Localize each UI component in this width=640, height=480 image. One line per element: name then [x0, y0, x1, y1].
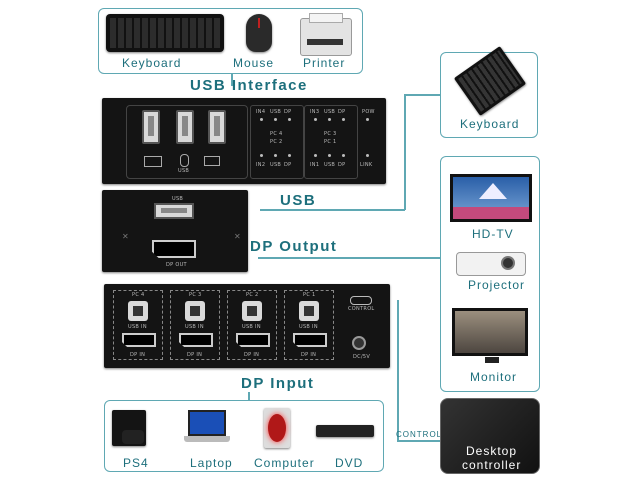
back-dp-in-4[interactable]: [122, 333, 156, 347]
laptop-image: [184, 410, 230, 446]
led-label-6: DP: [338, 109, 346, 115]
desktop-controller-label-2: controller: [462, 458, 522, 472]
monitor-image: [452, 308, 528, 363]
desktop-controller-label-1: Desktop: [466, 444, 518, 458]
led-label-11: IN1: [310, 162, 320, 168]
usb-line-v: [404, 94, 406, 210]
back-dp-in-3[interactable]: [179, 333, 213, 347]
led-label-4: IN3: [310, 109, 320, 115]
dp-input-connector: [248, 392, 250, 400]
side-usb-port[interactable]: [154, 203, 194, 219]
printer-image: [300, 13, 352, 56]
front-usb-port-1[interactable]: [142, 110, 160, 144]
keyboard-icon: [144, 156, 162, 167]
desktop-controller[interactable]: [440, 398, 540, 474]
side-dp-port[interactable]: [152, 240, 196, 258]
side-usb-label: USB: [172, 196, 184, 202]
back-dp-in-2[interactable]: [236, 333, 270, 347]
usb-interface-title: USB Interface: [190, 77, 308, 94]
led-label-1: IN4: [256, 109, 266, 115]
led-label-2: USB: [270, 109, 282, 115]
dvd-image: [316, 425, 374, 437]
side-dp-out-label: DP OUT: [166, 262, 187, 268]
front-usb-port-3[interactable]: [208, 110, 226, 144]
back-dp-in-label-1: DP IN: [301, 352, 317, 358]
back-control-label: CONTROL: [348, 306, 375, 312]
projector-image: [456, 252, 526, 276]
mouse-label: Mouse: [233, 56, 275, 70]
led-label-3: DP: [284, 109, 292, 115]
usb-title: USB: [280, 192, 317, 209]
ps4-image: [112, 410, 146, 446]
laptop-label: Laptop: [190, 456, 233, 470]
computer-label: Computer: [254, 456, 315, 470]
back-power-label: DC/5V: [353, 354, 371, 360]
printer-icon: [204, 156, 220, 166]
back-usb-in-label-2: USB IN: [242, 324, 261, 330]
led-label-14: LINK: [360, 162, 373, 168]
printer-label: Printer: [303, 56, 346, 70]
back-usb-in-label-3: USB IN: [185, 324, 204, 330]
dp-output-title: DP Output: [250, 238, 338, 255]
led-label-7: POW: [362, 109, 375, 115]
back-usb-in-4[interactable]: [128, 301, 148, 321]
back-usb-in-3[interactable]: [185, 301, 205, 321]
back-dp-in-label-2: DP IN: [244, 352, 260, 358]
control-label: CONTROL: [396, 430, 443, 439]
pc1-label: PC 1: [324, 139, 337, 145]
led-label-13: DP: [338, 162, 346, 168]
back-usb-in-2[interactable]: [242, 301, 262, 321]
projector-label: Projector: [468, 278, 526, 292]
usb-line-h: [260, 209, 405, 211]
back-dp-in-label-4: DP IN: [130, 352, 146, 358]
hdtv-label: HD-TV: [472, 227, 514, 241]
back-pc1-label: PC 1: [303, 292, 316, 298]
side-panel: USB DP OUT ✕ ✕: [102, 190, 248, 272]
led-label-12: USB: [324, 162, 336, 168]
back-pc4-label: PC 4: [132, 292, 145, 298]
led-label-9: USB: [270, 162, 282, 168]
front-usb-label: USB: [178, 168, 190, 174]
back-pc3-label: PC 3: [189, 292, 202, 298]
dvd-label: DVD: [335, 456, 364, 470]
keyboard-right-line: [404, 94, 440, 96]
keyboard-label: Keyboard: [122, 56, 182, 70]
dp-output-line: [258, 257, 442, 259]
control-port[interactable]: [350, 296, 372, 305]
dp-input-title: DP Input: [241, 375, 315, 392]
back-panel: PC 4 USB IN DP IN PC 3 USB IN DP IN PC 2 USB …: [104, 284, 390, 368]
mouse-image: [246, 14, 272, 52]
back-usb-in-label-4: USB IN: [128, 324, 147, 330]
front-panel: USB IN4 USB DP IN3 USB DP POW PC 4 PC 2 …: [102, 98, 386, 184]
front-usb-port-2[interactable]: [176, 110, 194, 144]
pc3-label: PC 3: [324, 131, 337, 137]
back-dp-in-label-3: DP IN: [187, 352, 203, 358]
hdtv-image: [450, 174, 532, 222]
computer-image: [264, 408, 290, 448]
led-label-5: USB: [324, 109, 336, 115]
control-line-v: [397, 300, 399, 441]
back-usb-in-1[interactable]: [299, 301, 319, 321]
back-pc2-label: PC 2: [246, 292, 259, 298]
pc4-label: PC 4: [270, 131, 283, 137]
back-usb-in-label-1: USB IN: [299, 324, 318, 330]
control-line-h: [397, 440, 441, 442]
led-label-10: DP: [284, 162, 292, 168]
pc2-label: PC 2: [270, 139, 283, 145]
back-dp-in-1[interactable]: [293, 333, 327, 347]
right-keyboard-label: Keyboard: [460, 117, 520, 131]
led-label-8: IN2: [256, 162, 266, 168]
ps4-label: PS4: [123, 456, 149, 470]
top-connector: [231, 74, 233, 86]
monitor-label: Monitor: [470, 370, 518, 384]
keyboard-image: [106, 14, 224, 52]
power-jack[interactable]: [352, 336, 366, 350]
mouse-icon: [180, 154, 189, 167]
